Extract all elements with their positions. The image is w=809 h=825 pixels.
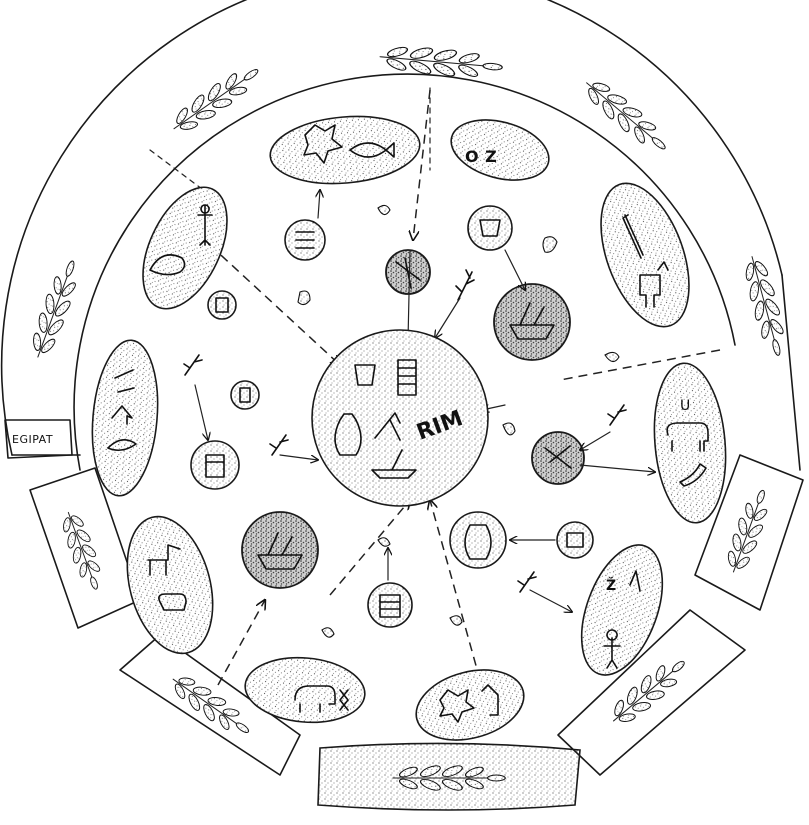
goods-circle-small <box>208 291 236 319</box>
goods-circle-small <box>231 381 259 409</box>
herb-icon <box>608 405 626 425</box>
herb-icon <box>456 270 474 300</box>
svg-text:U: U <box>680 398 691 414</box>
province-oval-top <box>267 111 422 190</box>
goods-circle-dark-large <box>242 512 318 588</box>
herb-icon <box>518 572 536 592</box>
ring-seam-right <box>782 275 800 470</box>
province-oval-east <box>648 360 732 525</box>
goods-circle <box>468 206 512 250</box>
province-oval-west <box>86 338 163 499</box>
province-oval-right <box>584 172 707 339</box>
province-mark: O Z <box>465 147 497 166</box>
center-circle: RIM <box>312 330 488 506</box>
svg-text:Ž: Ž <box>606 577 617 594</box>
laurel-branch-icon <box>577 72 674 160</box>
laurel-branch-icon <box>166 58 266 140</box>
herb-icon <box>184 355 202 375</box>
laurel-branch-icon <box>56 508 109 594</box>
goods-circle-small <box>557 522 593 558</box>
laurel-branch-icon <box>165 667 257 743</box>
province-oval-top-right <box>444 110 555 190</box>
herb-icon <box>270 435 288 455</box>
region-label: EGIPAT <box>12 433 53 446</box>
goods-circle <box>191 441 239 489</box>
laurel-branch-icon <box>720 486 777 577</box>
goods-circle-dark-large <box>494 284 570 360</box>
goods-circle <box>368 583 412 627</box>
province-oval-southwest <box>113 507 227 663</box>
laurel-branch-icon <box>24 256 86 362</box>
